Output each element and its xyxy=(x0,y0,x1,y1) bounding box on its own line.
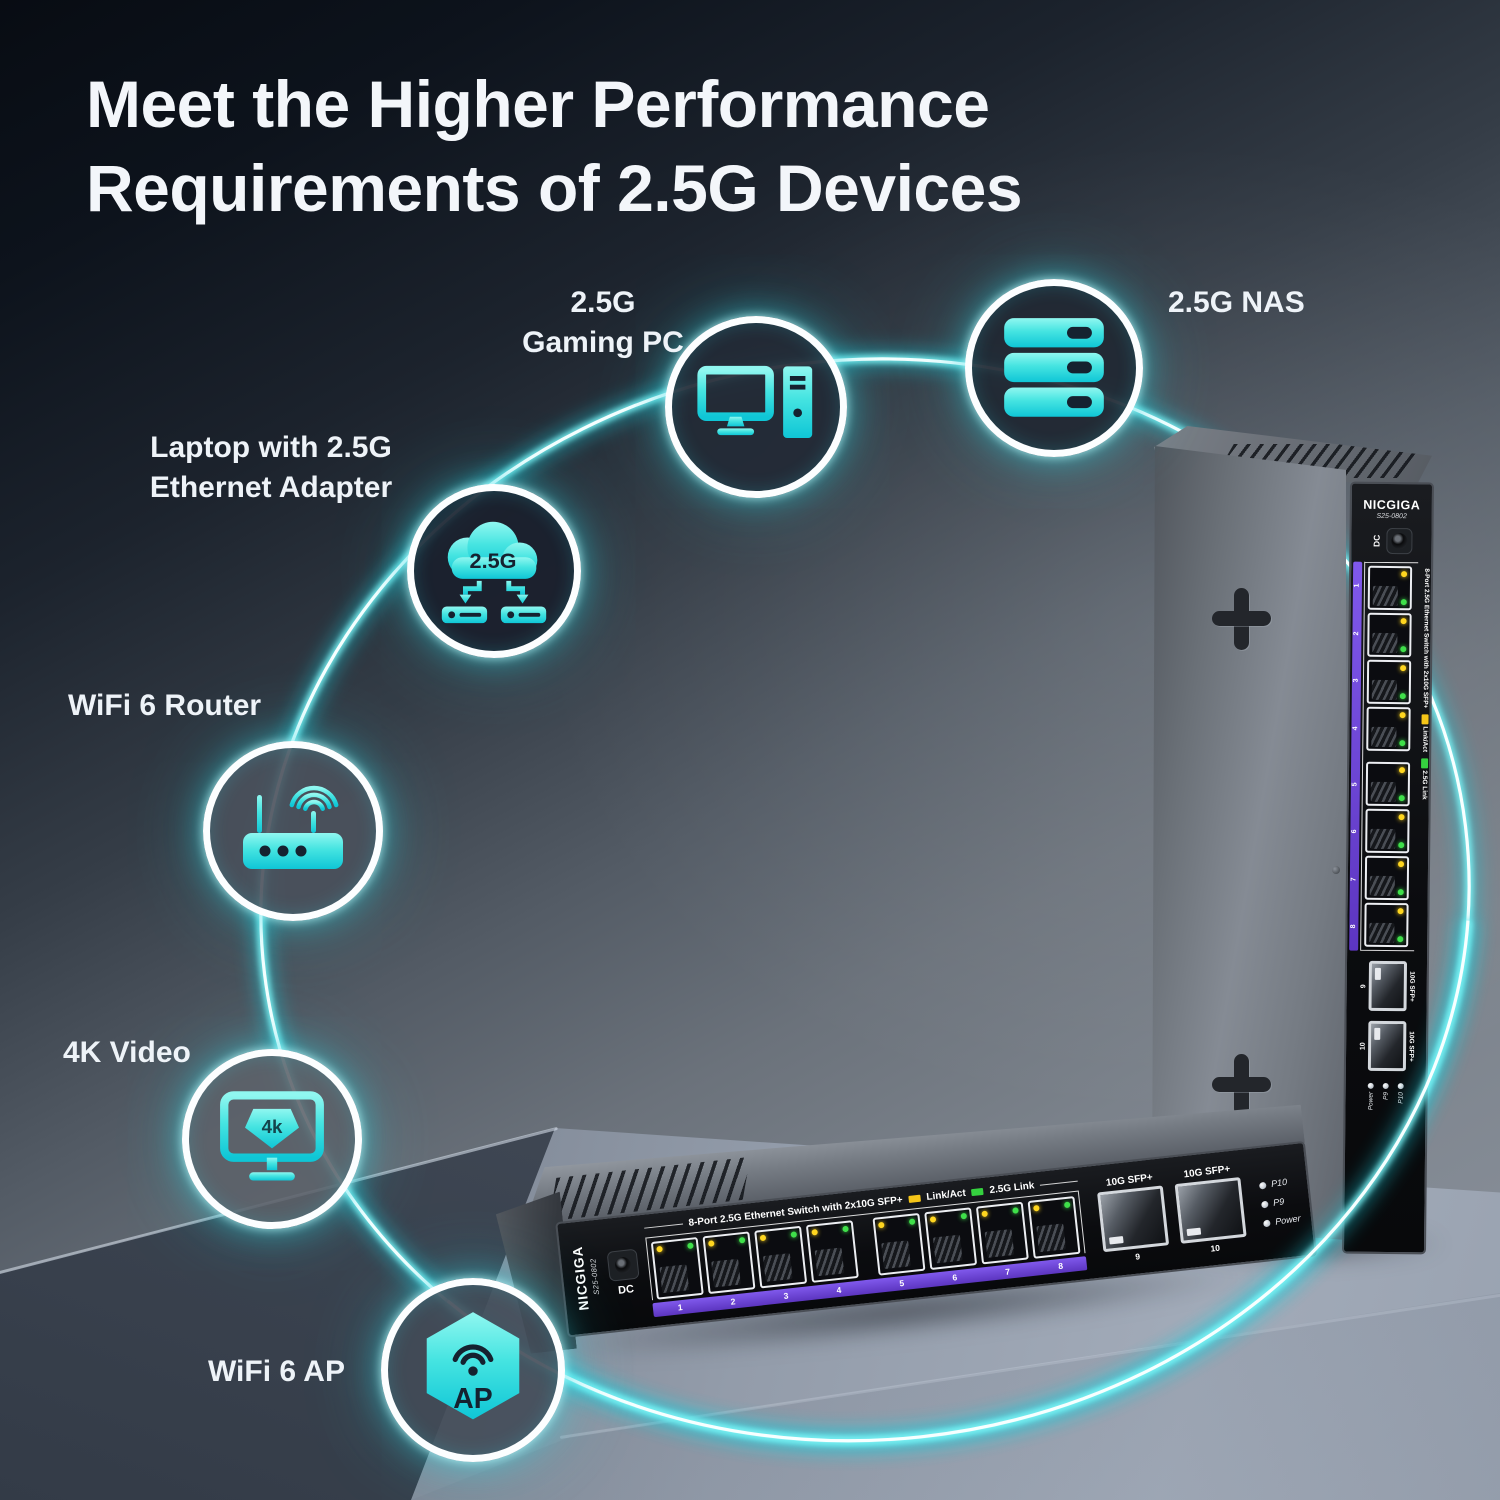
keyhole-mount xyxy=(1212,1054,1271,1116)
screw xyxy=(1332,866,1340,874)
access-point-icon: AP xyxy=(426,1312,520,1420)
page-title: Meet the Higher Performance Requirements… xyxy=(86,67,1023,225)
label-wifi-ap: WiFi 6 AP xyxy=(208,1355,345,1388)
vertical-switch: NICGIGA S25-0802 DC 1 2 3 4 5 6 7 8 xyxy=(1148,426,1440,1258)
desktop-pc-icon xyxy=(697,365,813,438)
svg-text:4k: 4k xyxy=(262,1116,283,1137)
label-gaming-pc: 2.5G Gaming PC xyxy=(522,286,684,359)
svg-text:AP: AP xyxy=(453,1383,492,1415)
wifi-router-icon xyxy=(243,785,343,869)
node-4k-video: 4k xyxy=(182,1049,362,1229)
4k-monitor-icon: 4k xyxy=(220,1091,324,1181)
keyhole-mount xyxy=(1212,588,1271,650)
node-wifi-router xyxy=(203,741,383,921)
node-laptop-adapter: 2.5G xyxy=(407,484,581,658)
label-nas: 2.5G NAS xyxy=(1168,286,1305,319)
label-wifi-router: WiFi 6 Router xyxy=(68,689,262,722)
nas-server-icon xyxy=(1004,318,1104,417)
node-wifi-ap: AP xyxy=(381,1278,565,1462)
svg-text:2.5G: 2.5G xyxy=(470,548,517,573)
node-nas xyxy=(965,279,1143,457)
node-gaming-pc xyxy=(665,316,847,498)
label-4k-video: 4K Video xyxy=(63,1036,191,1069)
cloud-adapter-icon: 2.5G xyxy=(441,521,547,624)
switch-side-face xyxy=(1151,446,1346,1240)
label-laptop-adapter: Laptop with 2.5G Ethernet Adapter xyxy=(149,431,393,504)
